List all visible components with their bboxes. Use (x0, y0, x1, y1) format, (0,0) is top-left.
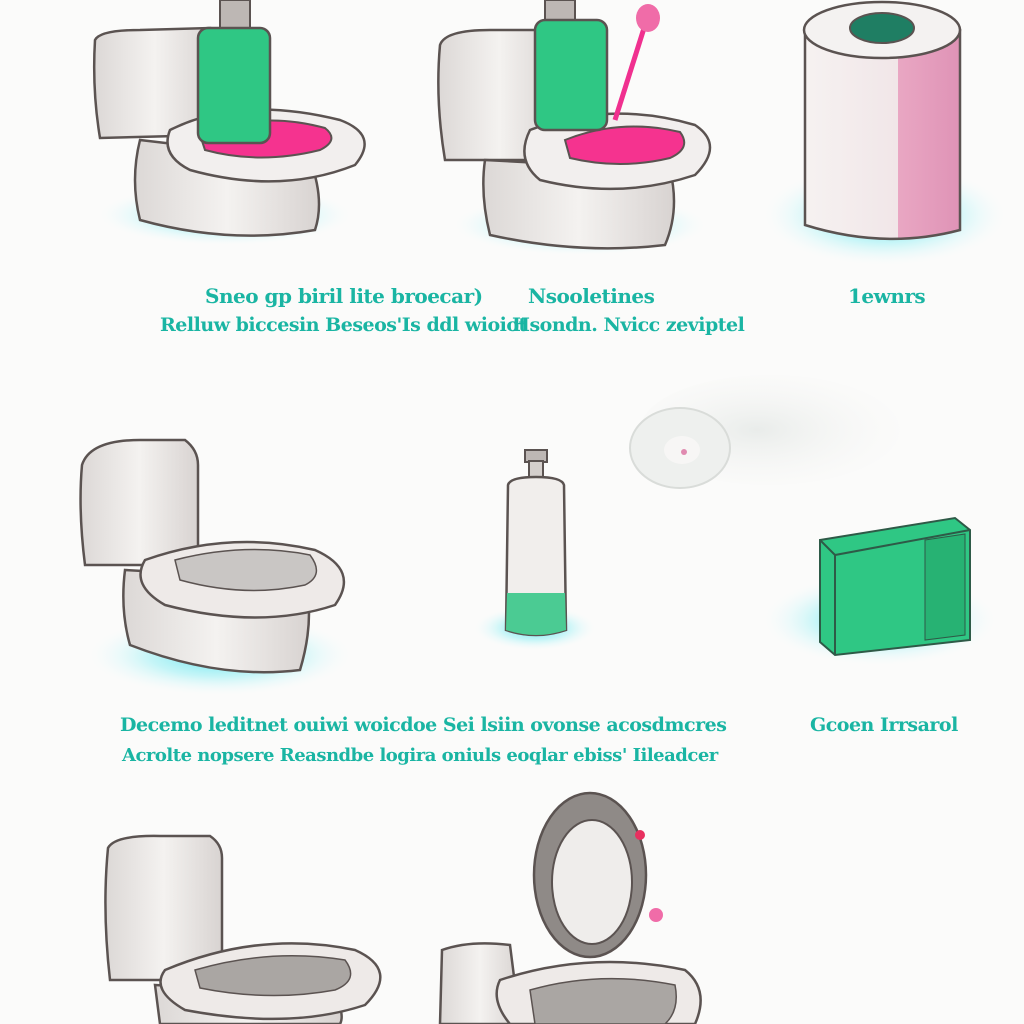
toilet-paper-roll (760, 0, 1010, 275)
caption-row1-left-line2: Relluw biccesin Beseos'Is ddl wioiot (160, 314, 527, 336)
toilet-with-cleaner-bottle (80, 0, 380, 260)
caption-row1-mid-line2: Hsondn. Nvicc zeviptel (512, 314, 745, 336)
toilet-with-cleaner-and-brush (430, 0, 730, 260)
caption-row1-right: 1ewnrs (848, 284, 926, 308)
blurred-paper-roll (620, 370, 900, 520)
caption-row1-left-line1: Sneo gp biril lite broecar) (205, 284, 483, 308)
caption-row2-right: Gcoen Irrsarol (810, 714, 958, 736)
spray-bottle (470, 445, 600, 655)
green-tissue-box (760, 500, 1000, 670)
toilet-clean (70, 430, 360, 700)
caption-row2-left-line2: Acrolte nopsere Reasndbe logira oniuls e… (122, 745, 718, 766)
caption-row1-mid-line1: Nsooletines (528, 284, 655, 308)
caption-row2-left-line1: Decemo leditnet ouiwi woicdoe Sei lsiin … (120, 714, 727, 736)
toilet-lid-closed (100, 830, 400, 1024)
toilet-lid-open (430, 790, 720, 1024)
